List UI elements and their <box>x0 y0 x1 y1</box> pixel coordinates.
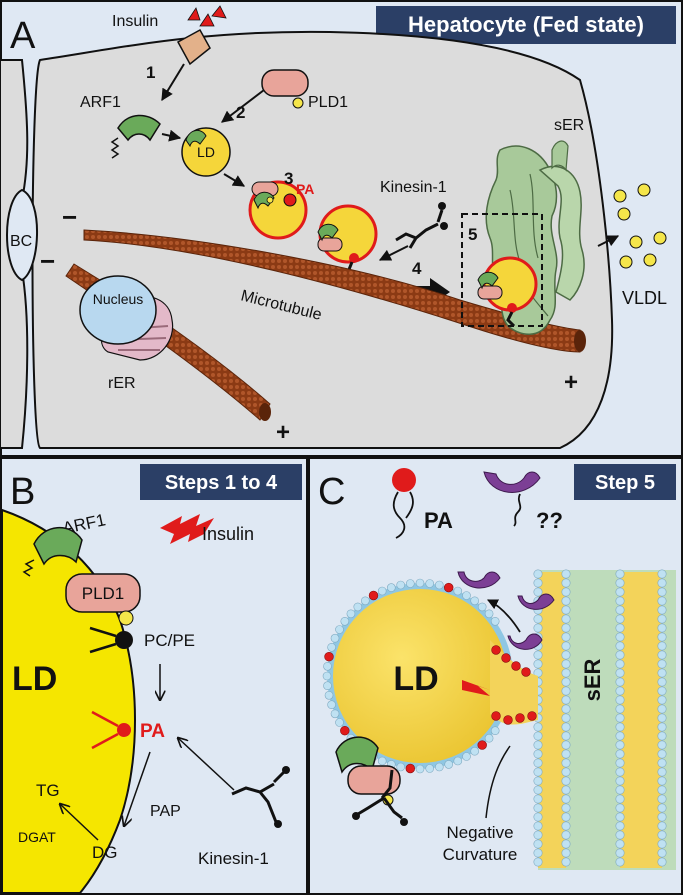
minus-end-2: − <box>40 246 55 276</box>
step-5-box <box>461 213 543 327</box>
nucleus-label: Nucleus <box>93 291 144 307</box>
plus-end-2: + <box>276 419 290 446</box>
panel-a-header-text: Hepatocyte (Fed state) <box>408 12 644 37</box>
pa-label-a: PA <box>296 181 314 197</box>
step-4-label: 4 <box>412 259 422 278</box>
unknown-label: ?? <box>536 508 563 533</box>
ld-ser-neck <box>490 640 538 725</box>
insulin-label-b: Insulin <box>202 524 254 544</box>
panel-c-letter: C <box>318 471 345 513</box>
unknown-protein-2 <box>517 593 555 610</box>
panel-a: A Hepatocyte (Fed state) BC Insulin 1 AR… <box>0 0 683 457</box>
step-3-label: 3 <box>284 169 293 188</box>
pap-label: PAP <box>150 803 181 820</box>
kinesin-label-a: Kinesin-1 <box>380 179 447 196</box>
unknown-protein-1 <box>457 571 501 589</box>
dg-label: DG <box>92 843 118 862</box>
pld1-protein-b <box>65 573 141 613</box>
insulin-label: Insulin <box>112 13 158 30</box>
minus-end-1: − <box>62 202 77 232</box>
ld-label-c: LD <box>393 660 438 698</box>
curvature-label-2: Curvature <box>443 845 518 864</box>
bc-label: BC <box>10 233 32 250</box>
step-5-label: 5 <box>468 225 477 244</box>
pcpe-headgroup <box>115 631 133 649</box>
kinesin-motor-a <box>395 209 444 249</box>
pa-label-b: PA <box>140 721 165 742</box>
pld1-protein-a <box>261 69 309 97</box>
vldl-label: VLDL <box>622 288 667 308</box>
dgat-label: DGAT <box>18 829 56 845</box>
pa-label-c: PA <box>424 508 453 533</box>
panel-c: C Step 5 PA ?? sER LD <box>308 457 683 895</box>
bile-canaliculus <box>6 188 39 282</box>
panel-b-letter: B <box>10 471 35 513</box>
unknown-protein-icon <box>483 471 541 493</box>
panel-b: B Steps 1 to 4 LD ARF1 Insulin PLD1 PC/P… <box>0 457 308 895</box>
panel-c-header-text: Step 5 <box>595 472 655 494</box>
ld-lipid-beads <box>322 578 537 774</box>
tg-label: TG <box>36 781 60 800</box>
panel-a-letter: A <box>10 15 36 57</box>
kinesin-label-b: Kinesin-1 <box>198 849 269 868</box>
insulin-receptor <box>176 28 211 66</box>
pld1-label-b: PLD1 <box>82 584 125 603</box>
ser-bilayer <box>538 570 676 870</box>
ld-label-b: LD <box>12 660 57 698</box>
curvature-pointer <box>462 680 490 696</box>
insulin-icon-b <box>160 514 214 544</box>
pcpe-label: PC/PE <box>144 631 195 650</box>
panel-b-header-text: Steps 1 to 4 <box>165 472 278 494</box>
rer-label: rER <box>108 375 136 392</box>
arf1-label-a: ARF1 <box>80 94 121 111</box>
pa-legend-icon <box>392 468 416 492</box>
ser-label-c: sER <box>580 658 605 701</box>
arf1-protein <box>117 114 161 142</box>
ser-label-a: sER <box>554 117 584 134</box>
plus-end-1: + <box>564 369 578 396</box>
panel-b-header <box>140 464 302 500</box>
unknown-protein-3 <box>507 633 543 650</box>
pld1-protein-c <box>347 765 401 795</box>
arf1-protein-b <box>33 526 83 566</box>
pa-headgroup <box>117 723 131 737</box>
pld1-label-a: PLD1 <box>308 94 348 111</box>
panel-c-header <box>574 464 676 500</box>
curvature-label-1: Negative <box>446 823 513 842</box>
step-1-label: 1 <box>146 63 155 82</box>
arf1-tail <box>110 137 120 159</box>
step-2-label: 2 <box>236 103 245 122</box>
ld-label-a: LD <box>197 144 215 160</box>
kinesin-motor-b <box>231 770 286 823</box>
nucleus <box>79 275 157 345</box>
insulin-icon <box>187 5 227 27</box>
kinesin-motor-c <box>357 769 403 820</box>
vldl-particles <box>613 183 667 269</box>
